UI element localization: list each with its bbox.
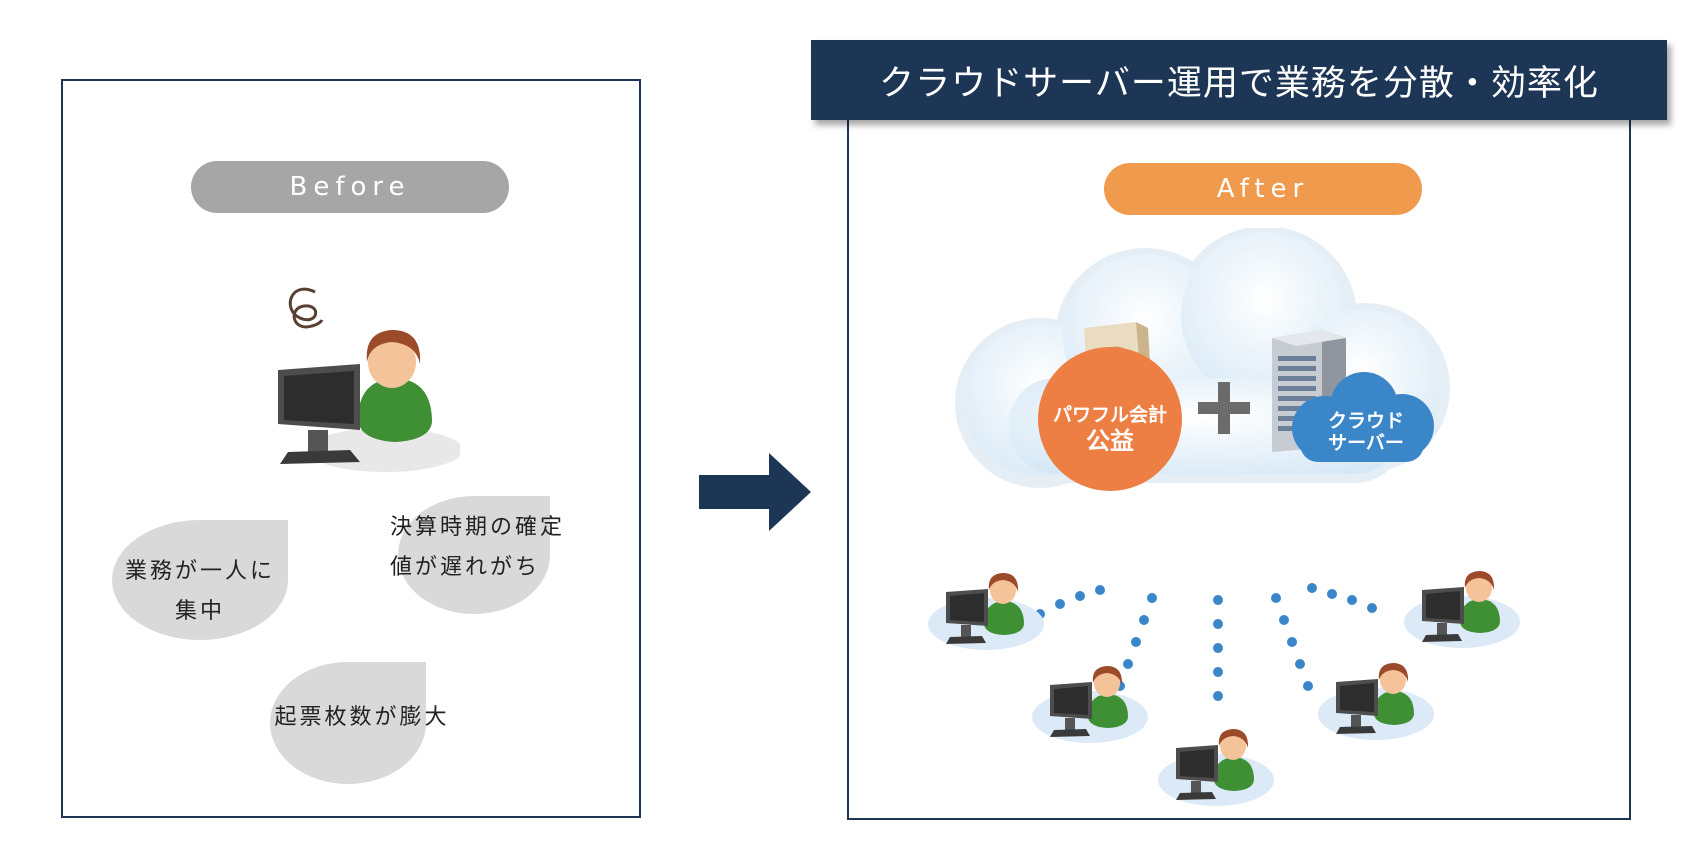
product-name: パワフル会計 — [1052, 404, 1167, 426]
bubble-one-person-text: 業務が一人に 集中 — [112, 552, 288, 632]
user-at-computer-icon — [926, 562, 1046, 652]
worried-user-icon — [278, 287, 460, 472]
bubble-settlement-text: 決算時期の確定 値が遅れがち — [390, 508, 590, 588]
user-at-computer-icon — [1316, 652, 1436, 742]
server-badge-text: クラウド サーバー — [1296, 410, 1436, 454]
bubble-slips — [270, 662, 426, 784]
product-circle — [1038, 347, 1182, 491]
before-panel — [61, 79, 641, 818]
after-label: After — [1104, 163, 1422, 215]
user-at-computer-icon — [1156, 718, 1276, 808]
bubble-line: 決算時期の確定 — [390, 515, 566, 540]
bubble-settlement — [398, 496, 550, 614]
bubble-one-person — [112, 520, 288, 640]
user-at-computer-icon — [1402, 560, 1522, 650]
bubble-line: 業務が一人に — [124, 559, 275, 584]
server-badge-line: サーバー — [1328, 432, 1404, 454]
bubble-line: 起票枚数が膨大 — [274, 705, 450, 730]
bubble-slips-text: 起票枚数が膨大 — [262, 698, 462, 738]
plus-icon — [1198, 382, 1250, 434]
product-badge-text: パワフル会計 公益 — [1036, 403, 1184, 455]
user-at-computer-icon — [1030, 655, 1150, 745]
before-label: Before — [191, 161, 509, 213]
product-edition: 公益 — [1086, 427, 1134, 455]
computer-monitor-icon — [278, 364, 360, 464]
bubble-line: 集中 — [174, 599, 225, 624]
server-cloud-badge — [1292, 372, 1434, 462]
right-arrow-icon — [699, 453, 811, 531]
bubble-line: 値が遅れがち — [390, 555, 541, 580]
server-badge-line: クラウド — [1327, 410, 1404, 432]
network-dots — [1035, 583, 1377, 701]
after-banner: クラウドサーバー運用で業務を分散・効率化 — [811, 40, 1667, 120]
